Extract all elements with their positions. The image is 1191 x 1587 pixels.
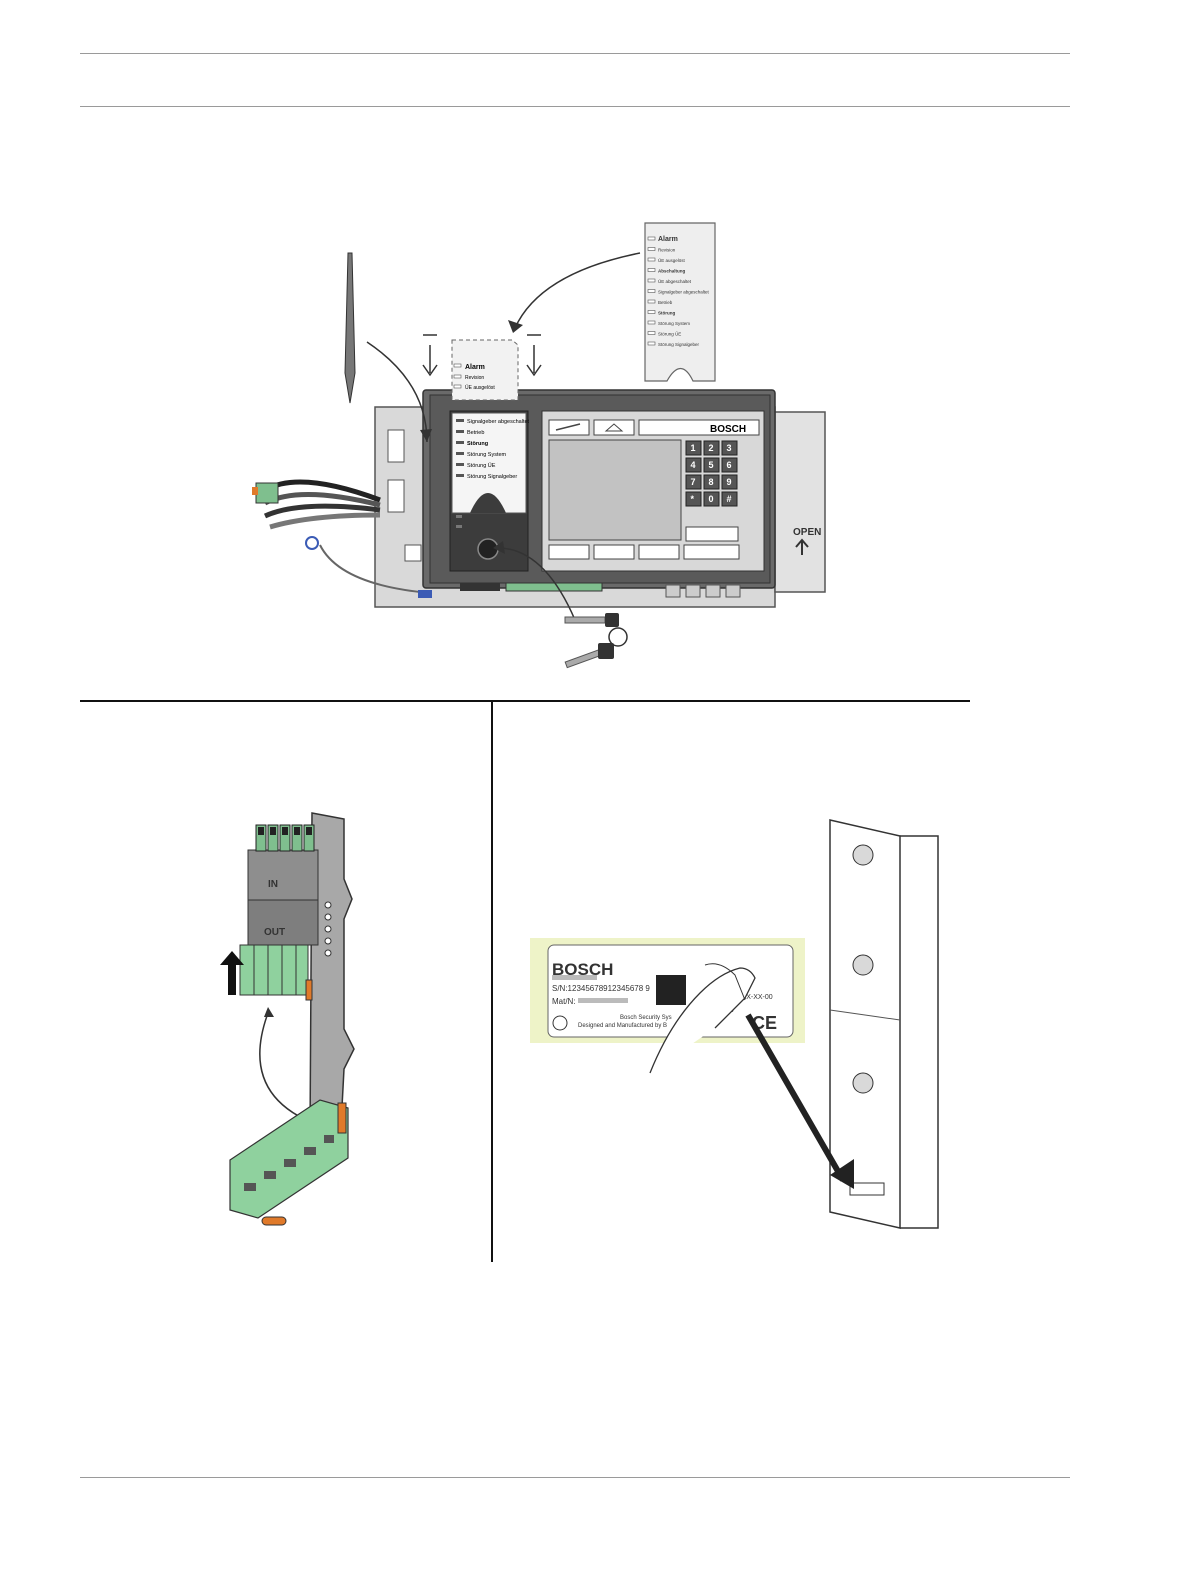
strip-label: ÜE abgeschaltet bbox=[658, 278, 692, 284]
keypad-key-label: 6 bbox=[727, 460, 732, 470]
insert-partial-label: ÜE ausgelöst bbox=[465, 384, 495, 391]
strip-led-window bbox=[647, 341, 656, 346]
strip-led-window bbox=[647, 257, 656, 262]
open-label: OPEN bbox=[793, 527, 821, 538]
insert-partial-label: Alarm bbox=[465, 364, 485, 371]
strip-label: Revision bbox=[658, 248, 676, 253]
keypad-key-label: 2 bbox=[709, 443, 714, 453]
keypad-key-label: 4 bbox=[691, 460, 696, 470]
keypad-key-label: 0 bbox=[709, 494, 714, 504]
led-label: Betrieb bbox=[467, 430, 484, 436]
insert-partial-label: Revision bbox=[465, 375, 484, 381]
strip-label: Alarm bbox=[658, 236, 678, 243]
strip-led-window bbox=[647, 268, 656, 272]
strip-led-window bbox=[647, 289, 656, 293]
keypad[interactable]: 1 2 3 4 5 6 7 8 9 * 0 # bbox=[685, 440, 738, 507]
strip-label: Signalgeber abgeschaltet bbox=[658, 290, 710, 295]
strip-led-window bbox=[647, 247, 656, 251]
keypad-key[interactable] bbox=[721, 474, 738, 490]
keypad-key-label: # bbox=[727, 494, 732, 504]
keypad-key-label: 9 bbox=[727, 477, 732, 487]
keypad-key-label: 8 bbox=[709, 477, 714, 487]
label-maker-1: Bosch Security Sys bbox=[620, 1015, 672, 1021]
header-rule-top bbox=[80, 53, 1070, 54]
led-label: Störung System bbox=[467, 452, 507, 458]
strip-label: ÜE ausgelöst bbox=[658, 257, 686, 263]
led-label: Störung Signalgeber bbox=[467, 474, 517, 480]
keypad-key-label: 7 bbox=[691, 477, 696, 487]
lcd-screen bbox=[548, 439, 682, 541]
label-code: -1X-XX-00 bbox=[740, 994, 773, 1001]
strip-label: Störung Signalgeber bbox=[658, 342, 700, 347]
connector-module-figure: IN OUT bbox=[220, 812, 355, 1226]
strip-led-window bbox=[647, 278, 656, 283]
keypad-key[interactable] bbox=[721, 440, 738, 456]
strip-label: Störung ÜE bbox=[658, 331, 681, 337]
keypad-key[interactable] bbox=[703, 440, 720, 456]
strip-label: Störung bbox=[658, 311, 675, 316]
keypad-key-label: 3 bbox=[727, 443, 732, 453]
in-label: IN bbox=[268, 879, 278, 890]
rating-label-figure: BOSCH S/N:12345678912345678 9 Mat/N: -1X… bbox=[547, 819, 939, 1229]
label-mat: Mat/N: bbox=[552, 997, 576, 1006]
section-rule bbox=[80, 700, 970, 702]
strip-led-window bbox=[647, 299, 656, 304]
keypad-key[interactable] bbox=[721, 457, 738, 473]
keypad-key[interactable] bbox=[685, 474, 702, 490]
strip-led-window bbox=[647, 320, 656, 325]
header-rule-bottom bbox=[80, 106, 1070, 107]
column-divider bbox=[491, 702, 493, 1262]
strip-label: Abschaltung bbox=[658, 269, 686, 274]
keypad-key-label: 5 bbox=[709, 460, 714, 470]
keypad-key-label: 1 bbox=[691, 443, 696, 453]
strip-label: Betrieb bbox=[658, 300, 673, 305]
led-label: Signalgeber abgeschaltet bbox=[467, 419, 530, 425]
keypad-key[interactable] bbox=[703, 474, 720, 490]
keypad-key[interactable] bbox=[685, 457, 702, 473]
strip-led-window bbox=[647, 331, 656, 335]
keypad-key[interactable] bbox=[703, 491, 720, 507]
label-brand: BOSCH bbox=[552, 960, 613, 979]
keypad-key[interactable] bbox=[685, 440, 702, 456]
panel-brand: BOSCH bbox=[710, 424, 746, 435]
strip-led-window bbox=[647, 310, 656, 314]
footer-rule bbox=[80, 1477, 1070, 1478]
label-maker-2: Designed and Manufactured by B bbox=[578, 1023, 667, 1029]
led-label: Störung ÜE bbox=[467, 462, 496, 469]
panel-assembly-figure: OPEN Signalgeber abgeschaltet Betrieb St… bbox=[252, 222, 826, 669]
keypad-key[interactable] bbox=[721, 491, 738, 507]
keypad-key[interactable] bbox=[685, 491, 702, 507]
keypad-key-label: * bbox=[691, 494, 695, 504]
led-label: Störung bbox=[467, 441, 488, 447]
out-label: OUT bbox=[264, 927, 285, 938]
led-label-list: Signalgeber abgeschaltet Betrieb Störung… bbox=[456, 419, 530, 480]
strip-led-window bbox=[647, 236, 656, 241]
strip-label: Störung System bbox=[658, 321, 690, 326]
label-serial: S/N:12345678912345678 9 bbox=[552, 984, 650, 993]
keypad-key[interactable] bbox=[703, 457, 720, 473]
